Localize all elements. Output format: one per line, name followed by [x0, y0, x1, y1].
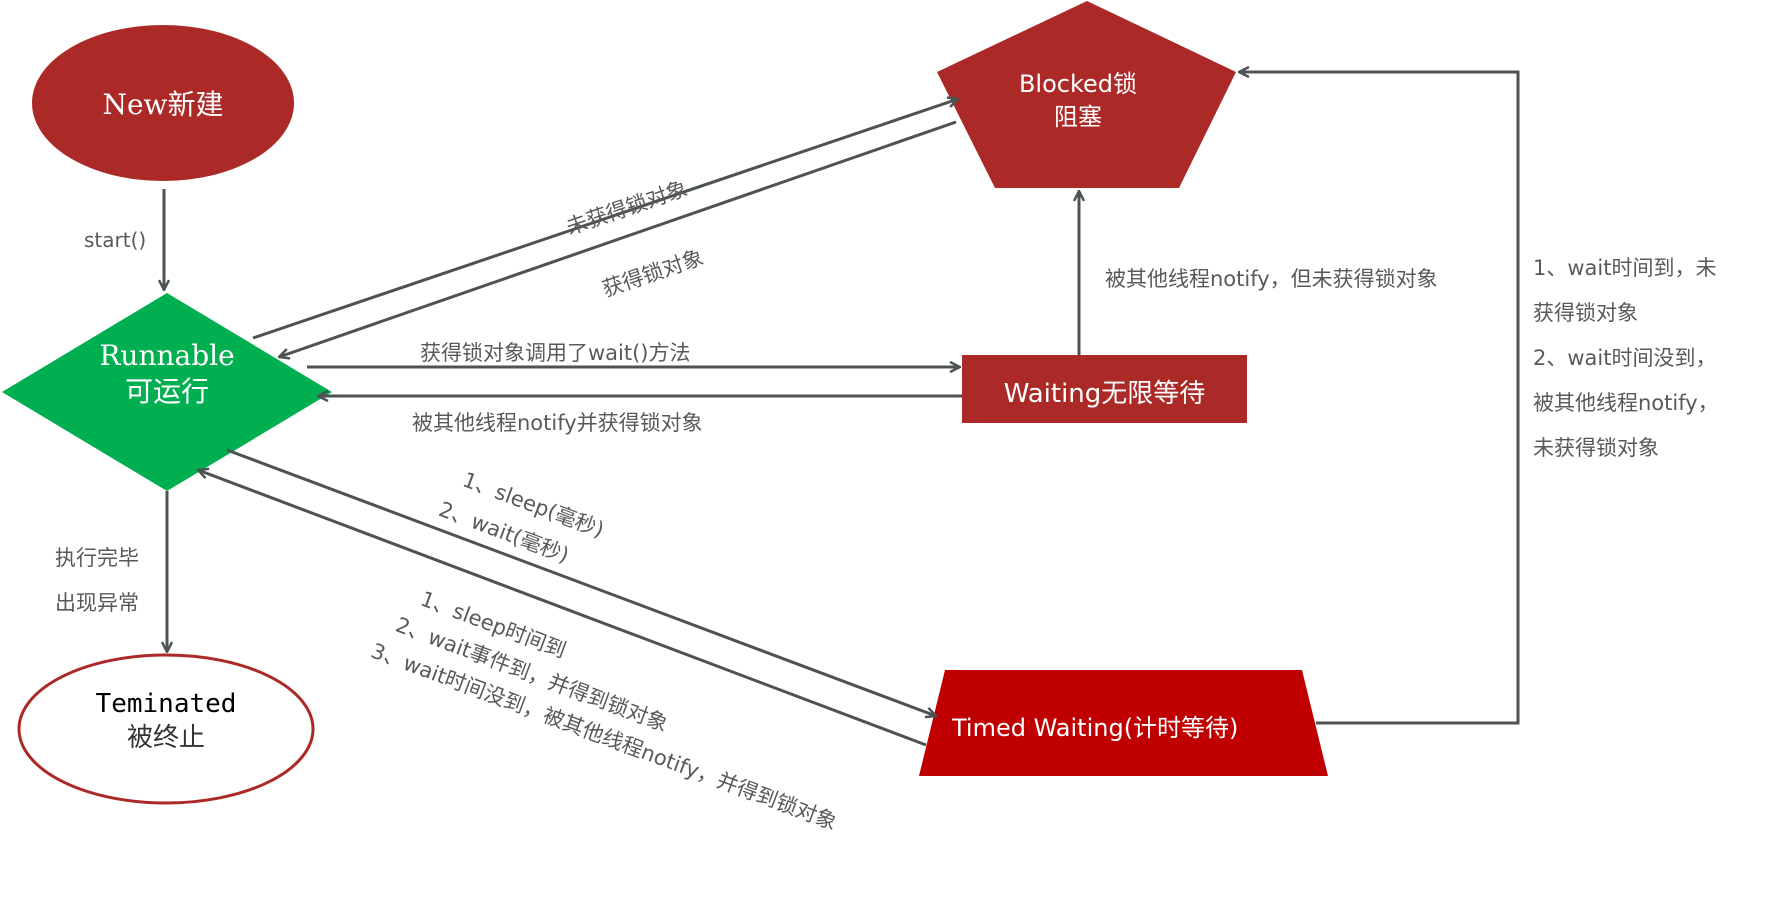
label-runnable-to-waiting: 获得锁对象调用了wait()方法	[420, 341, 691, 365]
blocked-state-label: Blocked锁 阻塞	[978, 68, 1178, 134]
label-no-lock-2: 未获得锁对象	[1533, 436, 1659, 460]
label-exception-occurred: 出现异常	[55, 591, 139, 615]
new-state-label: New新建	[102, 88, 224, 121]
runnable-state-label: Runnable 可运行	[67, 338, 267, 410]
label-waiting-to-blocked: 被其他线程notify，但未获得锁对象	[1105, 267, 1438, 291]
terminated-state-label: Teminated 被终止	[66, 687, 266, 755]
label-runnable-to-terminated: 执行完毕 出现异常	[55, 536, 139, 626]
arrow-runnable-to-timed-waiting	[226, 448, 936, 716]
label-waiting-to-runnable: 被其他线程notify并获得锁对象	[412, 411, 703, 435]
arrow-timed-waiting-to-blocked	[1239, 72, 1520, 725]
label-wait-time-up: 1、wait时间到，未	[1533, 256, 1717, 280]
terminated-label-zh: 被终止	[126, 723, 205, 753]
label-start: start()	[84, 228, 147, 252]
timed-waiting-state-label: Timed Waiting(计时等待)	[952, 714, 1239, 742]
runnable-label-zh: 可运行	[124, 375, 209, 408]
arrow-runnable-to-blocked	[252, 99, 958, 340]
blocked-state-node	[937, 1, 1236, 188]
runnable-state-node	[2, 293, 332, 491]
label-timed-waiting-to-blocked: 1、wait时间到，未 获得锁对象 2、wait时间没到， 被其他线程notif…	[1533, 246, 1719, 471]
new-state-node	[32, 25, 294, 181]
waiting-state-node	[962, 355, 1247, 423]
label-wait-time-not-up: 2、wait时间没到，	[1533, 346, 1717, 370]
arrow-blocked-to-runnable	[279, 120, 957, 357]
terminated-label-en: Teminated	[95, 689, 237, 719]
blocked-label-en: Blocked锁	[1018, 70, 1138, 98]
blocked-label-zh: 阻塞	[1054, 103, 1102, 131]
arrow-timed-waiting-to-runnable	[198, 470, 927, 747]
label-no-lock-1: 获得锁对象	[1533, 301, 1638, 325]
waiting-state-label: Waiting无限等待	[1003, 379, 1206, 409]
terminated-state-node	[17, 653, 315, 805]
runnable-label-en: Runnable	[99, 339, 235, 372]
timed-waiting-state-node	[919, 670, 1328, 776]
label-execution-finished: 执行完毕	[55, 546, 139, 570]
label-notified-by-other: 被其他线程notify，	[1533, 391, 1719, 415]
